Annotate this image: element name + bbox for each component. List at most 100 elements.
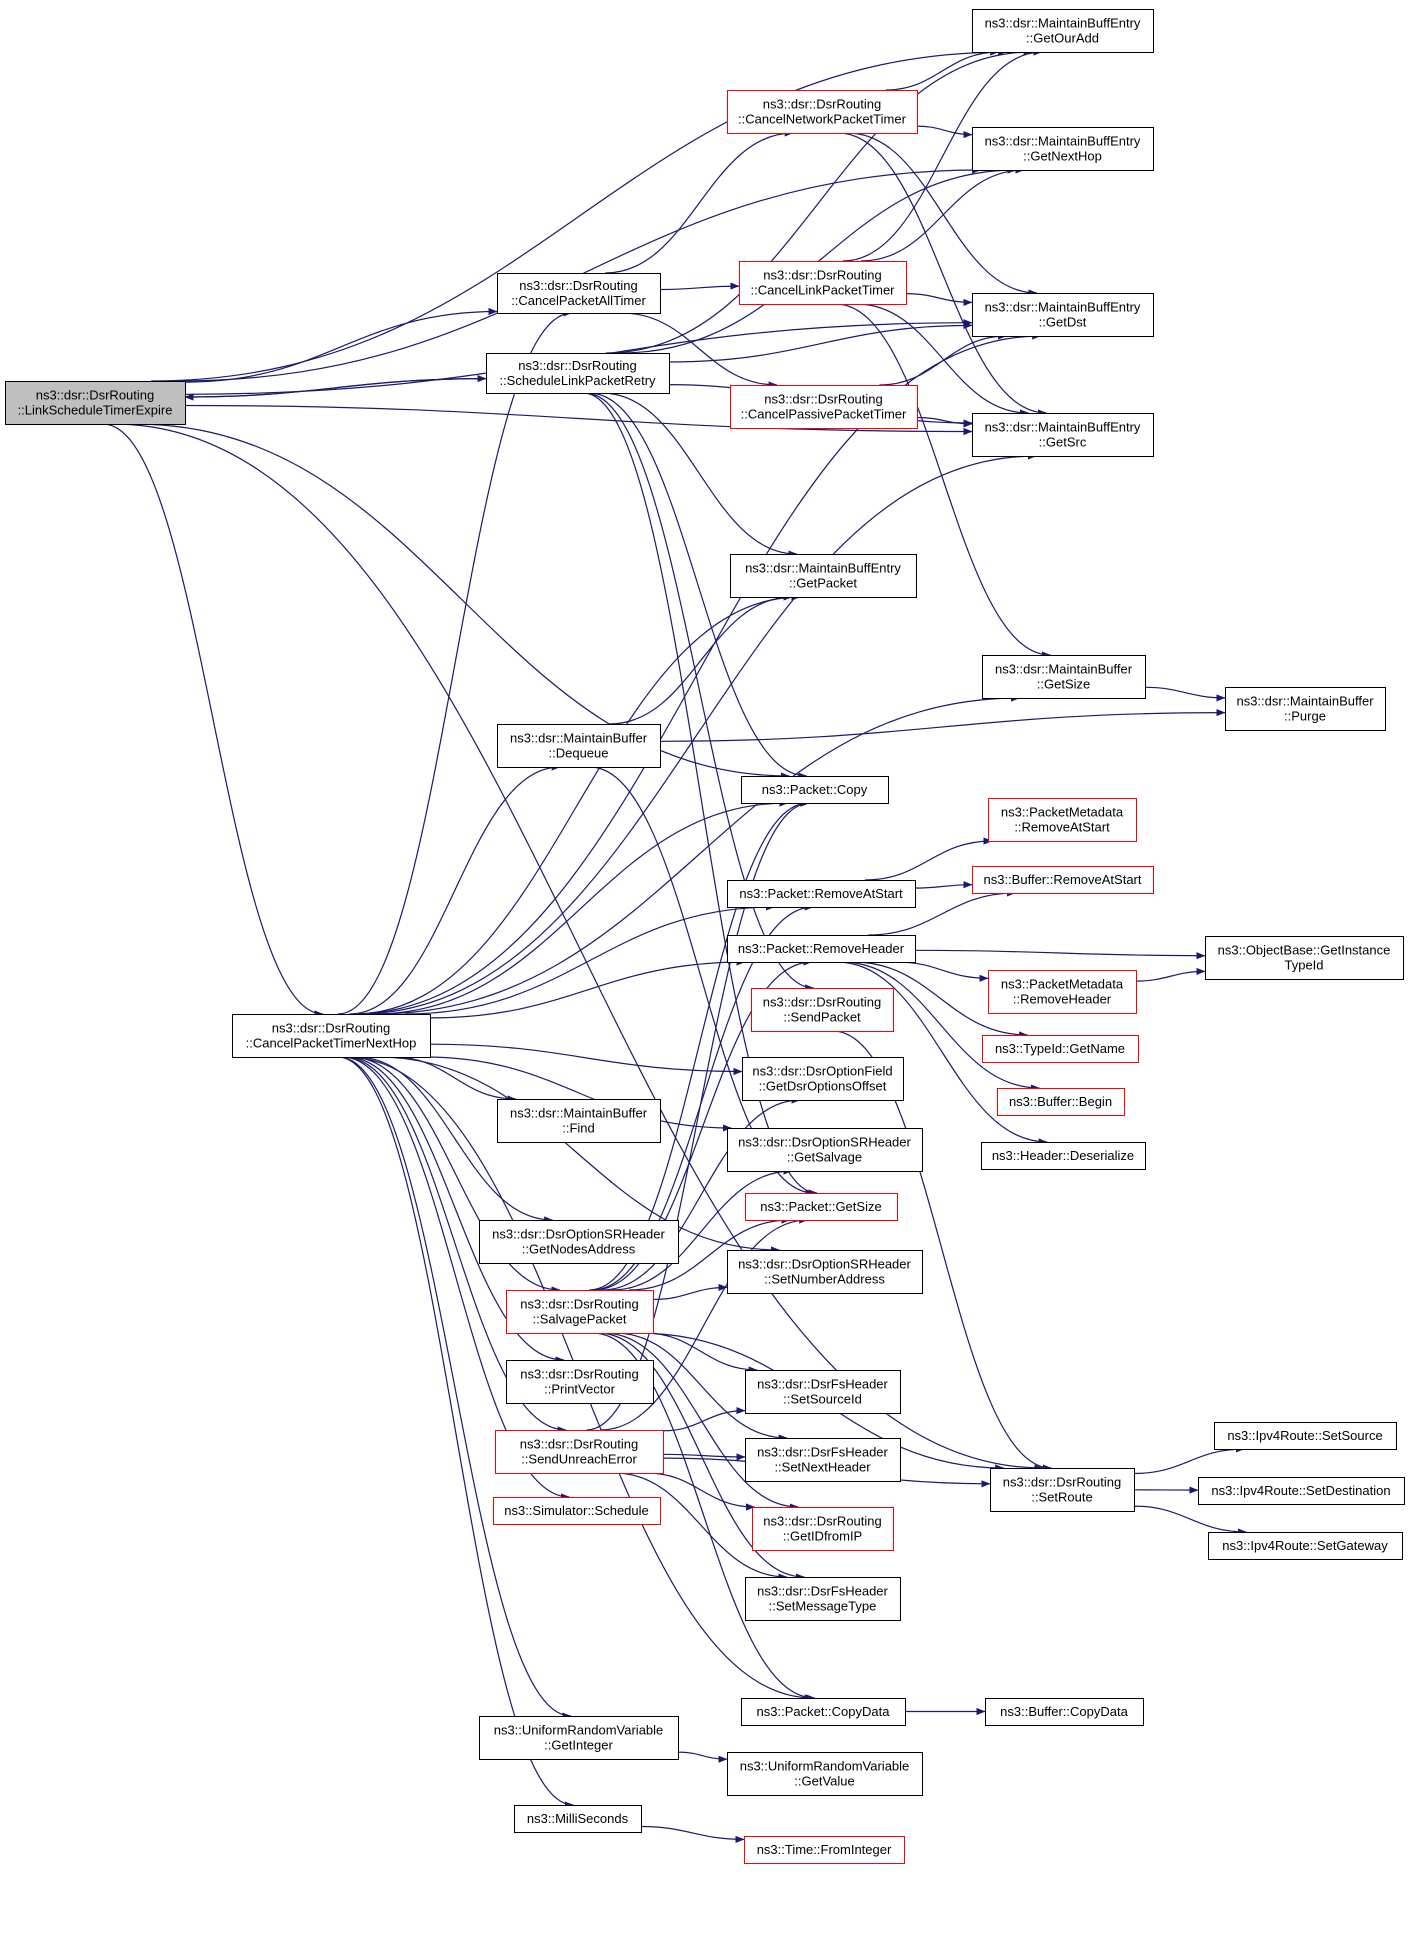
node-label-line: ns3::Ipv4Route::SetGateway bbox=[1222, 1538, 1388, 1553]
node-sendUnreachError[interactable]: ns3::dsr::DsrRouting::SendUnreachError bbox=[495, 1430, 664, 1474]
node-label-line: ::LinkScheduleTimerExpire bbox=[18, 403, 173, 418]
edge-root-to-cancelPacketAllTimer bbox=[184, 307, 498, 383]
node-label-line: ns3::Ipv4Route::SetSource bbox=[1227, 1428, 1382, 1443]
node-label-line: ns3::dsr::DsrOptionSRHeader bbox=[492, 1227, 665, 1242]
node-pktRemoveAtStart[interactable]: ns3::Packet::RemoveAtStart bbox=[727, 880, 916, 908]
node-getOurAdd[interactable]: ns3::dsr::MaintainBuffEntry::GetOurAdd bbox=[972, 9, 1154, 53]
node-box bbox=[972, 866, 1154, 894]
edge-scheduleLinkPacketRetry-to-root bbox=[184, 378, 487, 401]
node-getIDfromIP[interactable]: ns3::dsr::DsrRouting::GetIDfromIP bbox=[752, 1507, 894, 1551]
node-box bbox=[5, 381, 186, 425]
node-label-line: ::CancelNetworkPacketTimer bbox=[738, 112, 907, 127]
edge-scheduleLinkPacketRetry-to-packetCopy bbox=[588, 392, 808, 780]
node-label-line: ns3::dsr::MaintainBuffEntry bbox=[985, 16, 1141, 31]
node-setNextHeader[interactable]: ns3::dsr::DsrFsHeader::SetNextHeader bbox=[745, 1438, 901, 1482]
node-dequeue[interactable]: ns3::dsr::MaintainBuffer::Dequeue bbox=[497, 724, 661, 768]
node-sendPacket[interactable]: ns3::dsr::DsrRouting::SendPacket bbox=[751, 988, 894, 1032]
node-salvagePacket[interactable]: ns3::dsr::DsrRouting::SalvagePacket bbox=[506, 1290, 654, 1334]
node-box bbox=[514, 1805, 642, 1833]
node-mbFind[interactable]: ns3::dsr::MaintainBuffer::Find bbox=[497, 1099, 661, 1143]
node-getNextHop[interactable]: ns3::dsr::MaintainBuffEntry::GetNextHop bbox=[972, 127, 1154, 171]
node-label-line: ns3::Packet::CopyData bbox=[757, 1704, 891, 1719]
node-urvGetInteger[interactable]: ns3::UniformRandomVariable::GetInteger bbox=[479, 1716, 679, 1760]
node-label-line: ns3::UniformRandomVariable bbox=[494, 1723, 664, 1738]
node-getPacket[interactable]: ns3::dsr::MaintainBuffEntry::GetPacket bbox=[730, 554, 917, 598]
node-box bbox=[1198, 1477, 1405, 1505]
edge-cancelNetworkPacketTimer-to-getOurAdd bbox=[885, 48, 1000, 91]
node-pktRemoveHeader[interactable]: ns3::Packet::RemoveHeader bbox=[727, 935, 916, 963]
node-bufCopyData[interactable]: ns3::Buffer::CopyData bbox=[985, 1698, 1144, 1726]
node-label-line: ns3::Buffer::RemoveAtStart bbox=[984, 872, 1142, 887]
node-getDsrOptionsOffset[interactable]: ns3::dsr::DsrOptionField::GetDsrOptionsO… bbox=[742, 1057, 904, 1101]
node-label-line: ns3::Packet::RemoveAtStart bbox=[739, 886, 903, 901]
node-box bbox=[745, 1193, 898, 1221]
node-pmRemoveAtStart[interactable]: ns3::PacketMetadata::RemoveAtStart bbox=[988, 798, 1137, 842]
node-getSalvage[interactable]: ns3::dsr::DsrOptionSRHeader::GetSalvage bbox=[727, 1128, 923, 1172]
edge-pktRemoveHeader-to-bufRemoveAtStart bbox=[868, 889, 1016, 936]
node-setSourceId[interactable]: ns3::dsr::DsrFsHeader::SetSourceId bbox=[745, 1370, 901, 1414]
edge-setRoute-to-ipv4SetSource bbox=[1133, 1445, 1245, 1475]
node-label-line: ns3::TypeId::GetName bbox=[995, 1041, 1125, 1056]
node-pmRemoveHeader[interactable]: ns3::PacketMetadata::RemoveHeader bbox=[988, 970, 1137, 1014]
node-packetCopy[interactable]: ns3::Packet::Copy bbox=[741, 776, 889, 804]
node-bufferBegin[interactable]: ns3::Buffer::Begin bbox=[997, 1088, 1125, 1116]
node-box bbox=[742, 1057, 904, 1101]
node-setRoute[interactable]: ns3::dsr::DsrRouting::SetRoute bbox=[990, 1468, 1135, 1512]
node-box bbox=[493, 1497, 661, 1525]
node-label-line: ns3::dsr::DsrOptionField bbox=[752, 1064, 892, 1079]
edge-cancelPacketTimerNextHop-to-getSalvage bbox=[424, 1056, 732, 1132]
node-cancelLinkPacketTimer[interactable]: ns3::dsr::DsrRouting::CancelLinkPacketTi… bbox=[739, 261, 907, 305]
node-getNodesAddress[interactable]: ns3::dsr::DsrOptionSRHeader::GetNodesAdd… bbox=[479, 1220, 679, 1264]
node-printVector[interactable]: ns3::dsr::DsrRouting::PrintVector bbox=[506, 1360, 654, 1404]
edge-cancelLinkPacketTimer-to-getNextHop bbox=[860, 166, 1025, 262]
edge-dequeue-to-getPacket bbox=[609, 593, 793, 725]
node-label-line: ::Find bbox=[562, 1121, 595, 1136]
node-milliSeconds[interactable]: ns3::MilliSeconds bbox=[514, 1805, 642, 1833]
node-cancelPassivePacketTimer[interactable]: ns3::dsr::DsrRouting::CancelPassivePacke… bbox=[730, 385, 918, 429]
node-label-line: ns3::dsr::DsrFsHeader bbox=[757, 1445, 888, 1460]
node-setNumberAddress[interactable]: ns3::dsr::DsrOptionSRHeader::SetNumberAd… bbox=[727, 1250, 923, 1294]
node-mbGetSize[interactable]: ns3::dsr::MaintainBuffer::GetSize bbox=[982, 655, 1146, 699]
node-headerDeserialize[interactable]: ns3::Header::Deserialize bbox=[981, 1142, 1146, 1170]
node-typeIdGetName[interactable]: ns3::TypeId::GetName bbox=[982, 1035, 1139, 1063]
node-pktCopyData[interactable]: ns3::Packet::CopyData bbox=[741, 1698, 906, 1726]
edge-mbGetSize-to-purge bbox=[1144, 686, 1226, 702]
node-fromInteger[interactable]: ns3::Time::FromInteger bbox=[744, 1836, 905, 1864]
node-purge[interactable]: ns3::dsr::MaintainBuffer::Purge bbox=[1225, 687, 1386, 731]
node-box bbox=[990, 1468, 1135, 1512]
node-box bbox=[479, 1220, 679, 1264]
edge-cancelPacketTimerNextHop-to-pktRemoveHeader bbox=[429, 958, 746, 1019]
node-urvGetValue[interactable]: ns3::UniformRandomVariable::GetValue bbox=[727, 1752, 923, 1796]
node-setMessageType[interactable]: ns3::dsr::DsrFsHeader::SetMessageType bbox=[745, 1577, 901, 1621]
edge-cancelLinkPacketTimer-to-mbGetSize bbox=[835, 303, 1051, 659]
node-box bbox=[486, 353, 670, 394]
node-box bbox=[727, 90, 918, 134]
node-label-line: ::SalvagePacket bbox=[533, 1312, 627, 1327]
node-box bbox=[982, 655, 1146, 699]
node-scheduleLinkPacketRetry[interactable]: ns3::dsr::DsrRouting::ScheduleLinkPacket… bbox=[486, 353, 670, 394]
node-label-line: ::Dequeue bbox=[549, 746, 609, 761]
node-bufRemoveAtStart[interactable]: ns3::Buffer::RemoveAtStart bbox=[972, 866, 1154, 894]
edge-cancelPacketAllTimer-to-cancelLinkPacketTimer bbox=[659, 282, 740, 291]
edge-salvagePacket-to-getDsrOptionsOffset bbox=[601, 1096, 801, 1291]
node-cancelNetworkPacketTimer[interactable]: ns3::dsr::DsrRouting::CancelNetworkPacke… bbox=[727, 90, 918, 134]
node-label-line: ::GetIDfromIP bbox=[783, 1529, 862, 1544]
node-ipv4SetDestination[interactable]: ns3::Ipv4Route::SetDestination bbox=[1198, 1477, 1405, 1505]
edge-cancelPacketTimerNextHop-to-mbGetSize bbox=[374, 694, 1021, 1015]
node-label-line: ns3::Time::FromInteger bbox=[757, 1842, 892, 1857]
node-label-line: ::GetSize bbox=[1037, 677, 1090, 692]
node-ipv4SetGateway[interactable]: ns3::Ipv4Route::SetGateway bbox=[1208, 1532, 1403, 1560]
node-ipv4SetSource[interactable]: ns3::Ipv4Route::SetSource bbox=[1214, 1422, 1397, 1450]
node-cancelPacketAllTimer[interactable]: ns3::dsr::DsrRouting::CancelPacketAllTim… bbox=[497, 273, 661, 314]
node-root[interactable]: ns3::dsr::DsrRouting::LinkScheduleTimerE… bbox=[5, 381, 186, 425]
node-cancelPacketTimerNextHop[interactable]: ns3::dsr::DsrRouting::CancelPacketTimerN… bbox=[232, 1014, 431, 1058]
node-schedule[interactable]: ns3::Simulator::Schedule bbox=[493, 1497, 661, 1525]
node-label-line: ns3::dsr::MaintainBuffer bbox=[510, 731, 648, 746]
node-label-line: ns3::dsr::DsrRouting bbox=[518, 358, 637, 373]
node-pktGetSize[interactable]: ns3::Packet::GetSize bbox=[745, 1193, 898, 1221]
node-getSrc[interactable]: ns3::dsr::MaintainBuffEntry::GetSrc bbox=[972, 413, 1154, 457]
node-label-line: ns3::dsr::DsrOptionSRHeader bbox=[738, 1135, 911, 1150]
node-getDst[interactable]: ns3::dsr::MaintainBuffEntry::GetDst bbox=[972, 293, 1154, 337]
